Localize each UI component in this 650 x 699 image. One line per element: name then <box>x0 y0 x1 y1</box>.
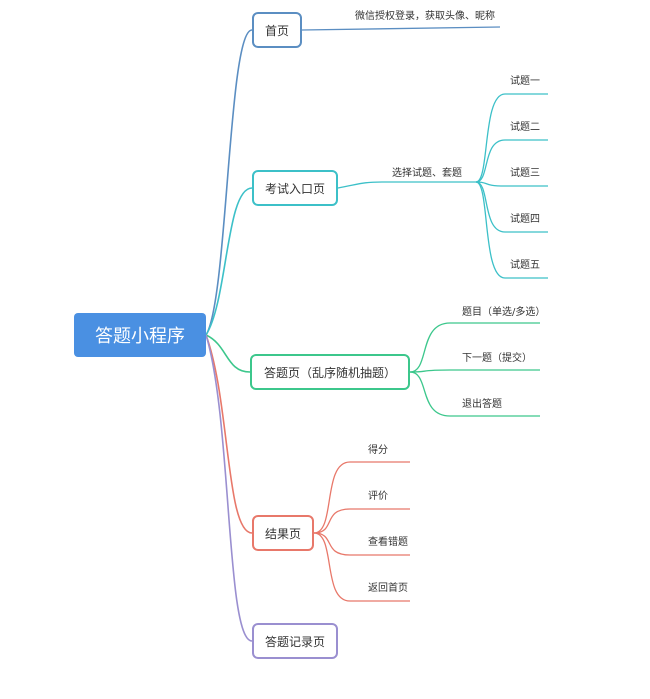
branch-node-exam-entry[interactable]: 考试入口页 <box>252 170 338 206</box>
connector-home-line <box>301 26 501 31</box>
branch-label: 结果页 <box>264 526 301 541</box>
connector-exam-q4 <box>475 181 548 233</box>
connector-answer-2 <box>409 371 540 417</box>
connector-exam-select <box>337 181 476 189</box>
branch-node-answer[interactable]: 答题页（乱序随机抽题） <box>250 354 410 390</box>
connector-exam-q2 <box>475 139 548 183</box>
branch-label: 答题记录页 <box>264 634 325 649</box>
leaf-answer-next[interactable]: 下一题（提交） <box>462 353 532 364</box>
leaf-exam-select[interactable]: 选择试题、套题 <box>392 168 462 179</box>
connector-root-answer <box>205 334 251 373</box>
connector-root-exam <box>205 187 253 336</box>
root-label: 答题小程序 <box>95 326 185 347</box>
connector-root-home <box>205 29 253 336</box>
connector-answer-0 <box>409 322 540 373</box>
leaf-exam-q3[interactable]: 试题三 <box>510 168 540 179</box>
connector-exam-q3 <box>475 181 548 187</box>
connector-root-record <box>205 334 253 642</box>
connector-result-2 <box>313 532 410 556</box>
leaf-result-evaluation[interactable]: 评价 <box>368 491 388 502</box>
branch-node-home[interactable]: 首页 <box>252 12 302 48</box>
leaf-answer-exit[interactable]: 退出答题 <box>462 399 502 410</box>
leaf-exam-q4[interactable]: 试题四 <box>510 214 540 225</box>
branch-node-record[interactable]: 答题记录页 <box>252 623 338 659</box>
leaf-result-back-home[interactable]: 返回首页 <box>368 583 408 594</box>
branch-label: 答题页（乱序随机抽题） <box>263 365 396 380</box>
branch-node-result[interactable]: 结果页 <box>252 515 314 551</box>
branch-label: 首页 <box>264 23 289 38</box>
connector-result-1 <box>313 508 410 534</box>
leaf-exam-q1[interactable]: 试题一 <box>510 76 540 87</box>
leaf-answer-question[interactable]: 题目（单选/多选） <box>462 307 546 318</box>
connector-exam-q1 <box>475 93 548 183</box>
leaf-home-login[interactable]: 微信授权登录，获取头像、昵称 <box>355 11 495 22</box>
leaf-exam-q2[interactable]: 试题二 <box>510 122 540 133</box>
branch-label: 考试入口页 <box>264 181 325 196</box>
connector-result-3 <box>313 532 410 602</box>
connector-result-0 <box>313 461 410 534</box>
leaf-result-wrong-answers[interactable]: 查看错题 <box>368 537 408 548</box>
leaf-result-score[interactable]: 得分 <box>368 445 388 456</box>
connector-root-result <box>205 334 253 534</box>
leaf-exam-q5[interactable]: 试题五 <box>510 260 540 271</box>
connector-answer-1 <box>409 369 540 373</box>
connector-exam-q5 <box>475 181 548 279</box>
root-node[interactable]: 答题小程序 <box>74 313 206 357</box>
